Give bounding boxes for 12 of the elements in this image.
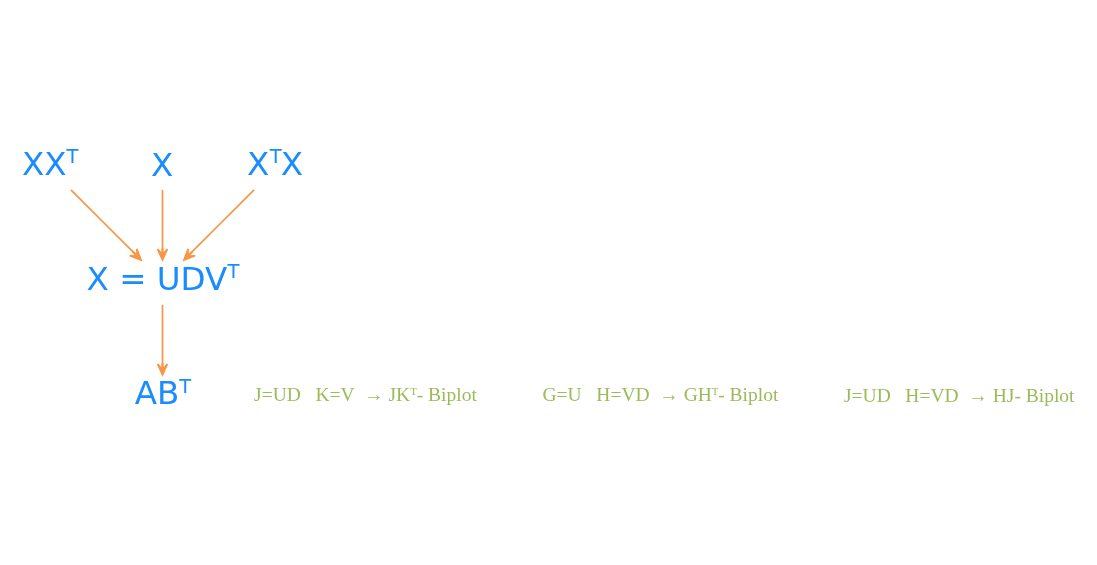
arrow: [70, 189, 142, 261]
node-text: X$^{T}$X: [247, 144, 303, 183]
node-text: XX$^{T}$: [22, 144, 79, 183]
node-text: AB$^{T}$: [134, 374, 192, 413]
label: G=U H=VD → GH$^{T}$- Biplot: [542, 384, 779, 406]
arrow: [156, 189, 169, 261]
node-text: X: [151, 145, 174, 184]
arrow: [183, 189, 255, 261]
label: J=UD K=V → JK$^{T}$- Biplot: [254, 384, 477, 406]
arrow: [156, 303, 169, 376]
label: J=UD H=VD → HJ- Biplot: [843, 385, 1075, 407]
node-text: X = UDV$^{T}$: [86, 259, 240, 298]
